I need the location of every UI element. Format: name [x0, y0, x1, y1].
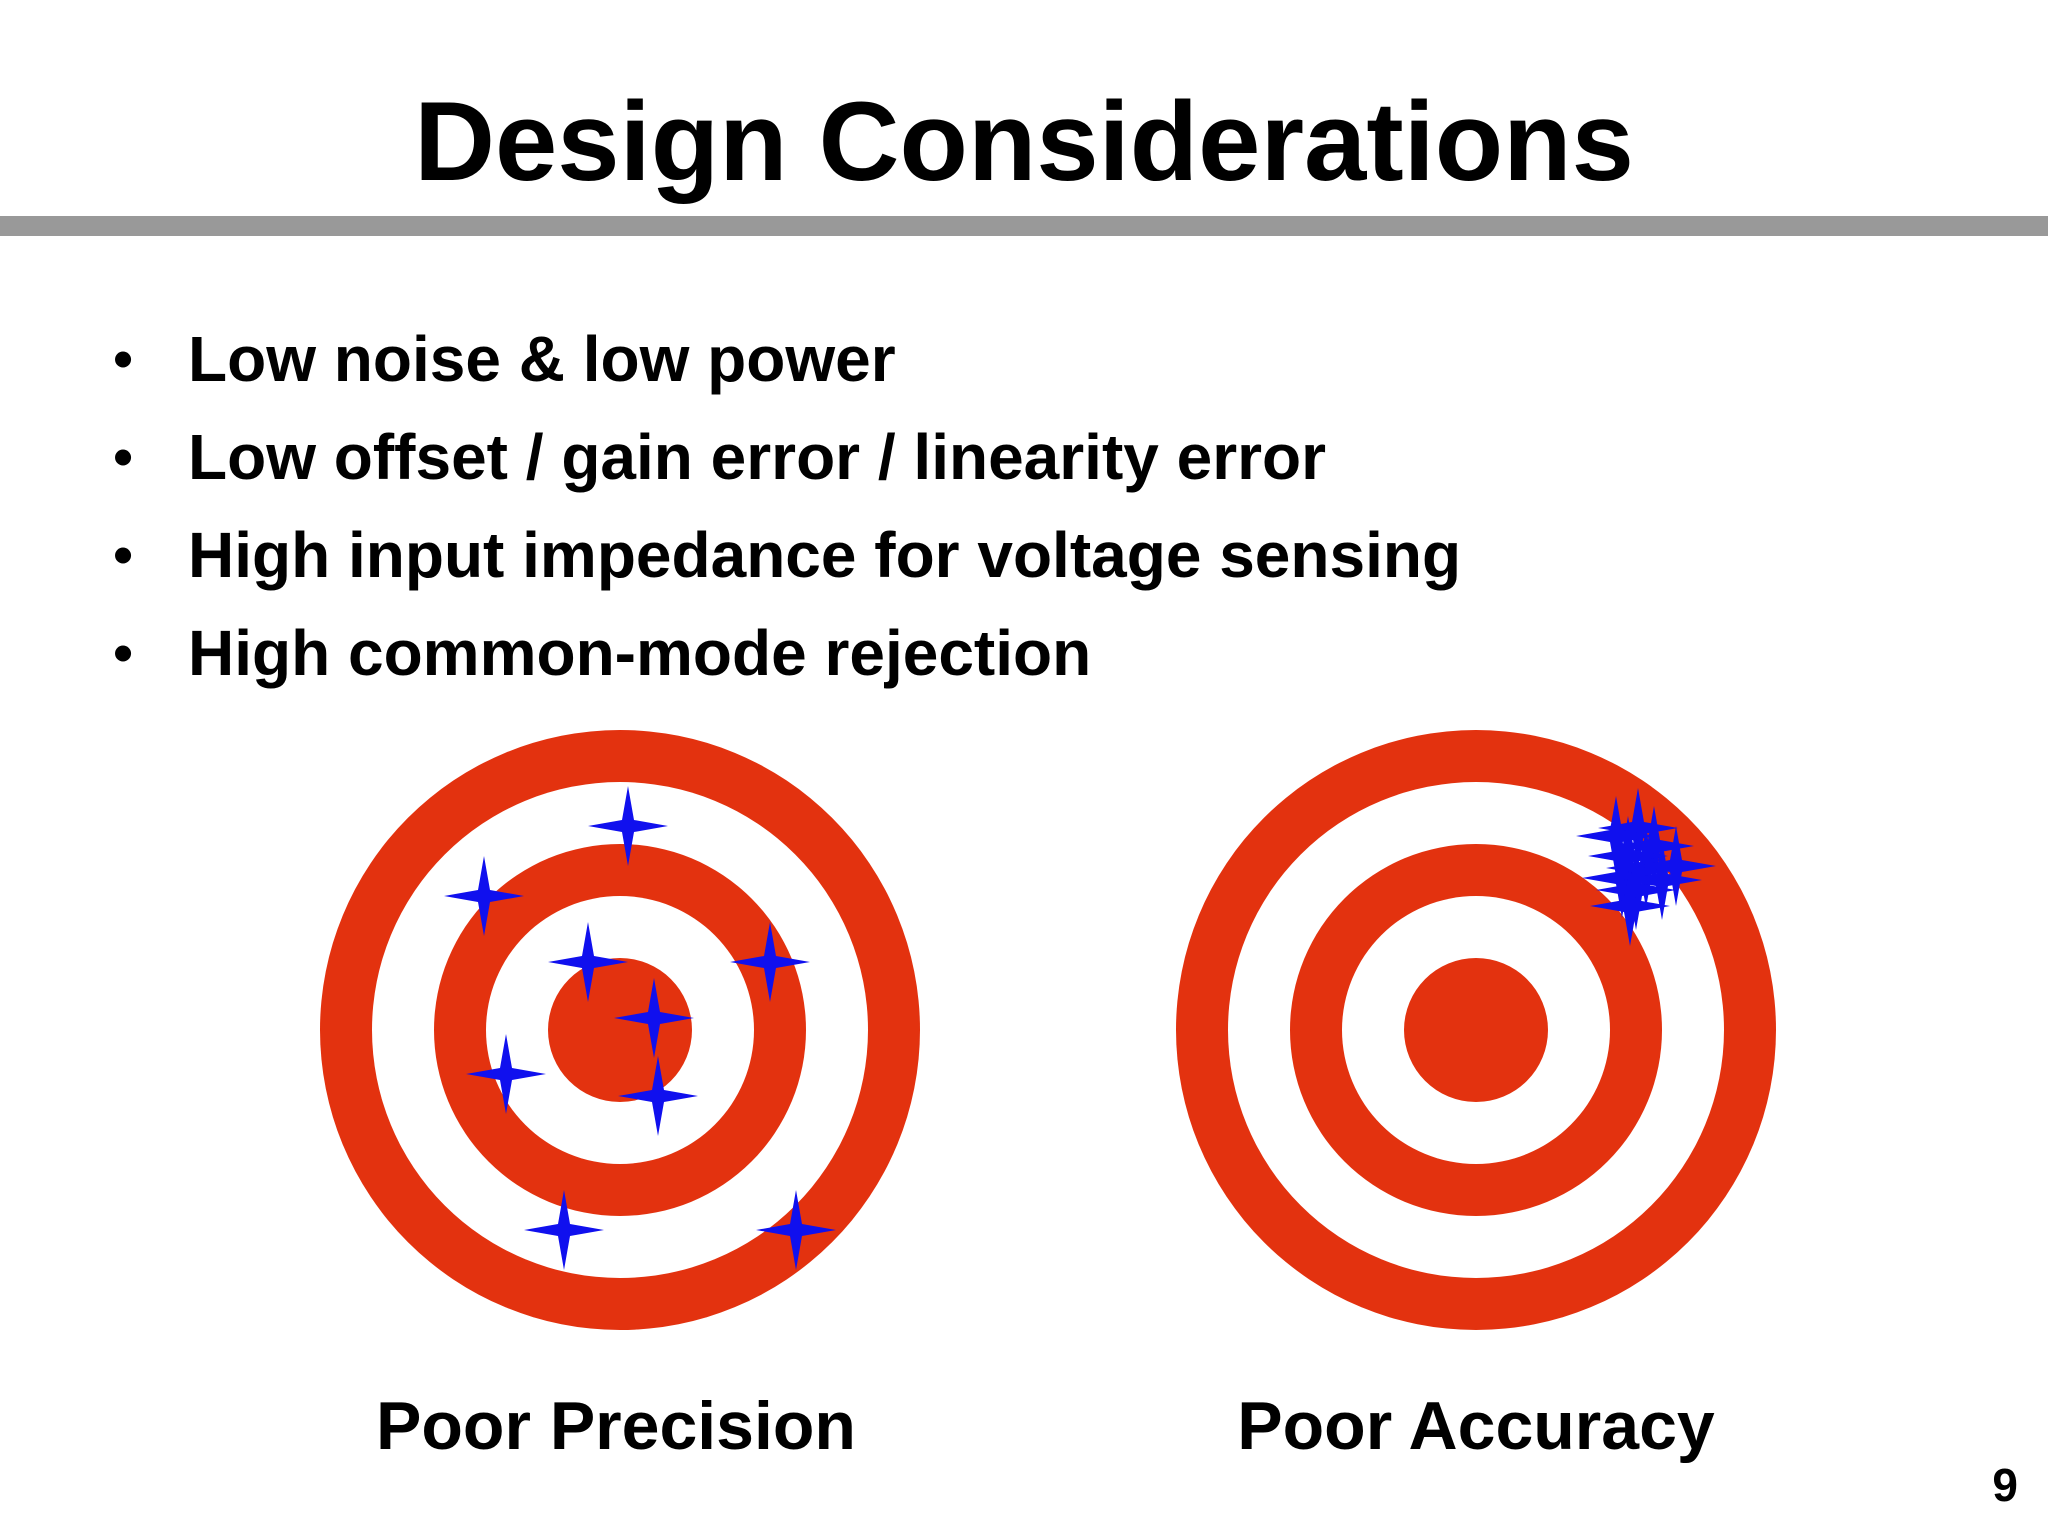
hit-star-icon	[1596, 850, 1676, 930]
hit-star-icon	[548, 922, 628, 1002]
hit-star-icon	[1590, 866, 1670, 946]
bullet-marker: •	[113, 523, 133, 586]
bullet-marker: •	[113, 327, 133, 390]
bullet-text: Low offset / gain error / linearity erro…	[188, 421, 1327, 493]
hit-star-icon	[1622, 840, 1702, 920]
caption-poor-precision: Poor Precision	[376, 1388, 856, 1464]
page-number: 9	[1992, 1459, 2018, 1511]
hit-markers	[1576, 788, 1716, 946]
hit-star-icon	[1576, 796, 1656, 876]
hit-star-icon	[1636, 826, 1716, 906]
bullseye	[548, 958, 692, 1102]
hit-star-icon	[524, 1190, 604, 1270]
bullet-marker: •	[113, 425, 133, 488]
hit-star-icon	[466, 1034, 546, 1114]
bullet-text: High common-mode rejection	[188, 617, 1092, 689]
title-divider	[0, 216, 2048, 236]
bullet-marker: •	[113, 621, 133, 684]
hit-star-icon	[756, 1190, 836, 1270]
hit-star-icon	[1598, 788, 1678, 868]
hit-star-icon	[1614, 806, 1694, 886]
target-poor-precision	[320, 730, 920, 1330]
hit-star-icon	[614, 978, 694, 1058]
target-rings	[1176, 730, 1776, 1330]
hit-star-icon	[1582, 838, 1662, 918]
slide-title: Design Considerations	[414, 79, 1634, 204]
bullet-text: High input impedance for voltage sensing	[188, 519, 1462, 591]
hit-markers	[444, 786, 836, 1270]
hit-star-icon	[1606, 828, 1686, 908]
hit-star-icon	[1588, 816, 1668, 896]
target-rings	[320, 730, 920, 1330]
target-poor-accuracy	[1176, 730, 1776, 1330]
hit-star-icon	[444, 856, 524, 936]
hit-star-icon	[730, 922, 810, 1002]
hit-star-icon	[588, 786, 668, 866]
bullseye	[1404, 958, 1548, 1102]
hit-star-icon	[618, 1056, 698, 1136]
bullet-text: Low noise & low power	[188, 323, 896, 395]
caption-poor-accuracy: Poor Accuracy	[1237, 1388, 1715, 1464]
